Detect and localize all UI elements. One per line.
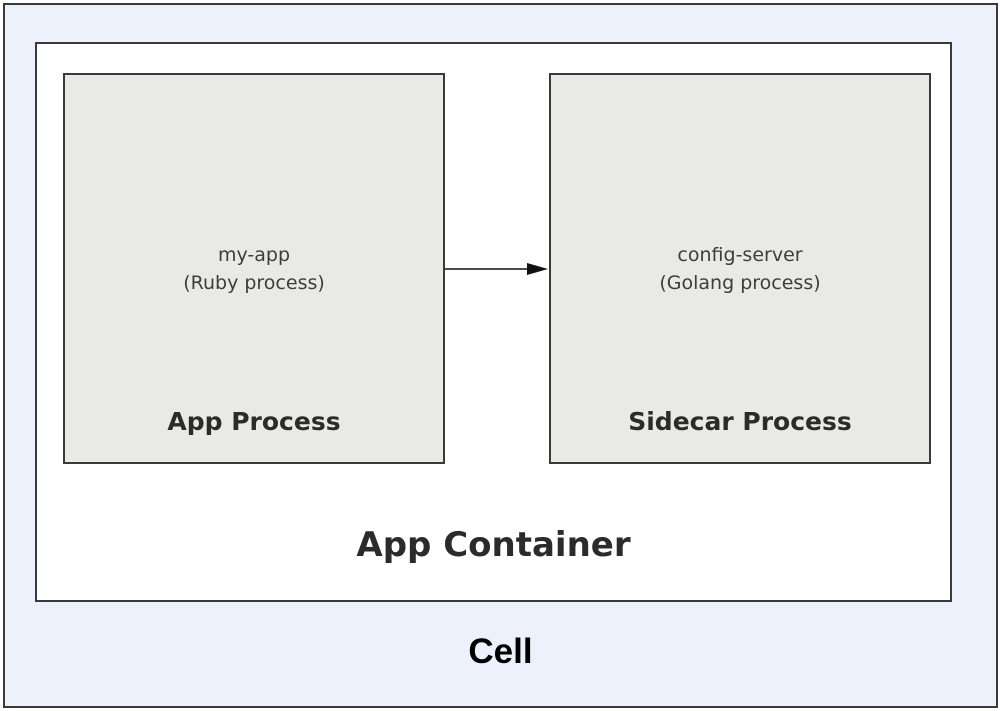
- app-container-label: App Container: [356, 525, 631, 565]
- app-process-box: my-app (Ruby process) App Process: [63, 73, 445, 464]
- cell-label: Cell: [468, 632, 533, 671]
- sidecar-process-name: config-server: [677, 244, 803, 266]
- app-process-name: my-app: [217, 244, 291, 266]
- sidecar-process-type: (Golang process): [659, 272, 821, 294]
- app-process-type: (Ruby process): [183, 272, 325, 294]
- sidecar-process-title: Sidecar Process: [628, 407, 852, 436]
- app-process-title: App Process: [167, 407, 341, 436]
- connection-arrow: [445, 263, 548, 275]
- sidecar-process-box: config-server (Golang process) Sidecar P…: [549, 73, 931, 464]
